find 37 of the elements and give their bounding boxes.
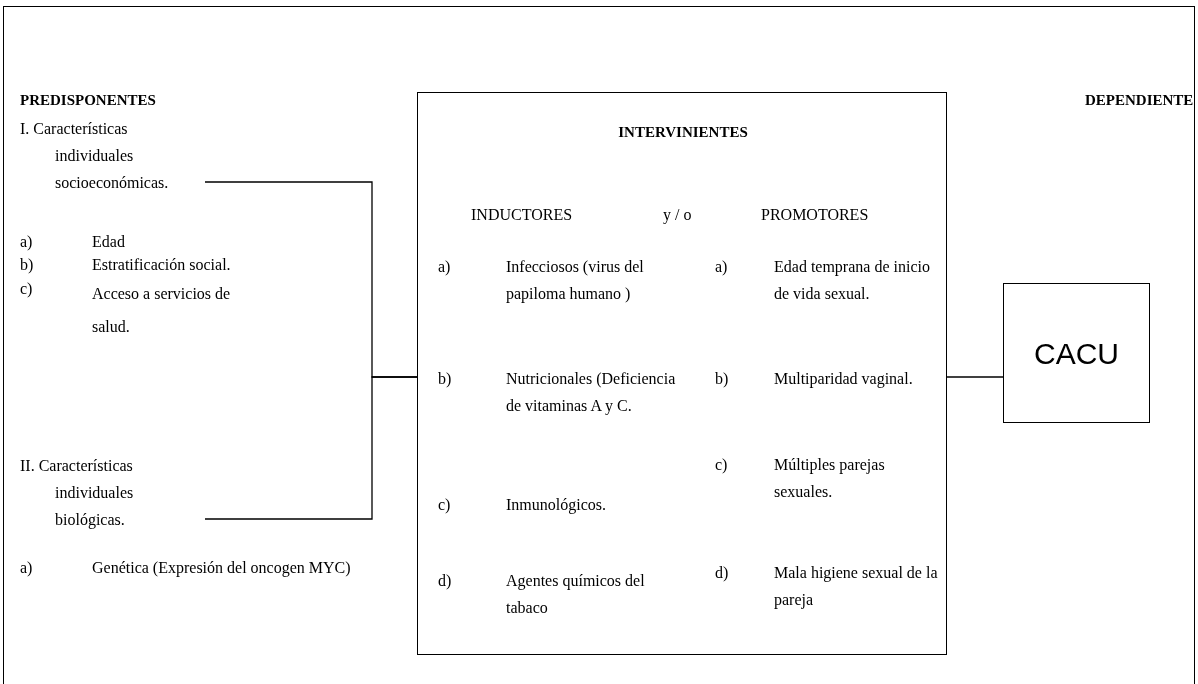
list-item: Genética (Expresión del oncogen MYC) (92, 558, 352, 579)
column-heading: PROMOTORES (761, 205, 870, 225)
list-marker: d) (715, 563, 730, 584)
list-marker: c) (438, 495, 452, 516)
column-heading: INDUCTORES (471, 205, 574, 225)
factor-box (417, 92, 947, 655)
list-item: Estratificación social. (92, 255, 232, 275)
list-item: Edad temprana de inicio de vida sexual. (774, 257, 931, 304)
list-item: Acceso a servicios de salud. (92, 284, 232, 337)
list-marker: a) (438, 257, 452, 278)
category-heading: I. Características individuales socioeconómicas. (20, 119, 170, 193)
list-marker: b) (438, 369, 453, 390)
list-item: Mala higiene sexual de la pareja (774, 563, 939, 611)
list-item: Edad (92, 232, 126, 252)
category-heading: II. Características individuales biológicas. (20, 456, 135, 531)
column-heading: PREDISPONENTES (20, 91, 157, 110)
node-label: CACU (1034, 335, 1119, 372)
list-marker: b) (20, 255, 35, 276)
list-item: Múltiples parejas sexuales. (774, 455, 886, 502)
list-marker: a) (20, 558, 34, 579)
list-marker: a) (20, 232, 34, 253)
list-marker: c) (715, 455, 729, 476)
list-marker: b) (715, 369, 730, 390)
list-item: Multiparidad vaginal. (774, 369, 914, 390)
connector-line (204, 376, 418, 520)
outcome-box (1003, 283, 1150, 423)
list-marker: c) (20, 279, 34, 300)
list-marker: a) (715, 257, 729, 278)
list-item: Inmunológicos. (506, 495, 607, 516)
connector-line (946, 376, 1004, 378)
column-heading: y / o (663, 205, 693, 226)
list-item: Nutricionales (Deficiencia de vitaminas A y C. (506, 369, 677, 417)
list-marker: d) (438, 571, 453, 592)
column-heading: DEPENDIENTE (1085, 91, 1195, 110)
list-item: Agentes químicos del tabaco (506, 571, 646, 618)
list-item: Infecciosos (virus del papiloma humano ) (506, 257, 645, 305)
section-heading: INTERVINIENTES (617, 123, 749, 142)
